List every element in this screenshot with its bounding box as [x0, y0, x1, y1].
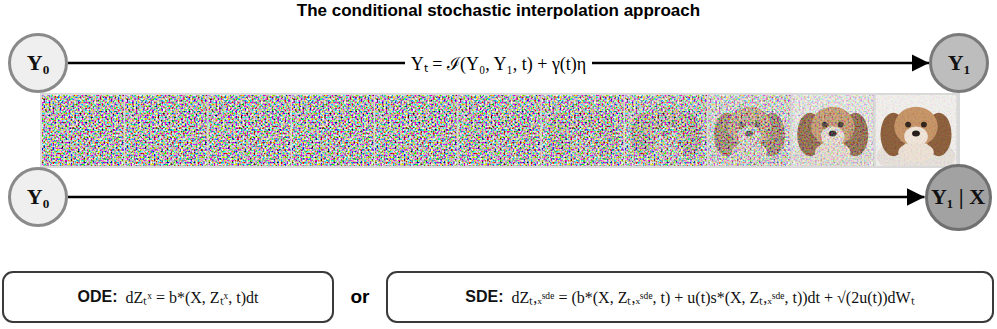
connector-word: or: [351, 286, 370, 308]
equation-text: dZₜˣ = b*(X, Zₜˣ, t)dt: [126, 286, 259, 308]
arrow-connector: [68, 196, 925, 199]
circle-node: Y₁ | X: [925, 164, 992, 231]
equation-heading: SDE:: [465, 288, 503, 306]
circle-shape: [10, 35, 67, 92]
edge-equation: Yₜ = ℐ(Y₀, Y₁, t) + γ(t)η: [405, 51, 593, 75]
circle-node: Y₀: [8, 167, 68, 227]
circle-shape: [926, 165, 990, 229]
variable-label: Y₁: [948, 50, 970, 76]
equation-heading: ODE:: [78, 288, 118, 306]
variable-label: Y₁ | X: [931, 184, 985, 210]
equation-box: SDE: dZₜ,ₓˢᵈᵉ = (b*(X, Zₜ,ₓˢᵈᵉ, t) + u(t)…: [386, 271, 994, 323]
circle-shape: [10, 169, 67, 226]
diagram-title: The conditional stochastic interpolation…: [0, 1, 997, 21]
circle-node: Y₀: [8, 33, 68, 93]
circle-node: Y₁: [929, 33, 989, 93]
circle-shape: [931, 35, 988, 92]
equation-box: ODE: dZₜˣ = b*(X, Zₜˣ, t)dt: [2, 271, 334, 323]
equation-text: dZₜ,ₓˢᵈᵉ = (b*(X, Zₜ,ₓˢᵈᵉ, t) + u(t)s*(X…: [512, 286, 915, 308]
variable-label: Y₀: [27, 50, 49, 76]
variable-label: Y₀: [27, 184, 49, 210]
